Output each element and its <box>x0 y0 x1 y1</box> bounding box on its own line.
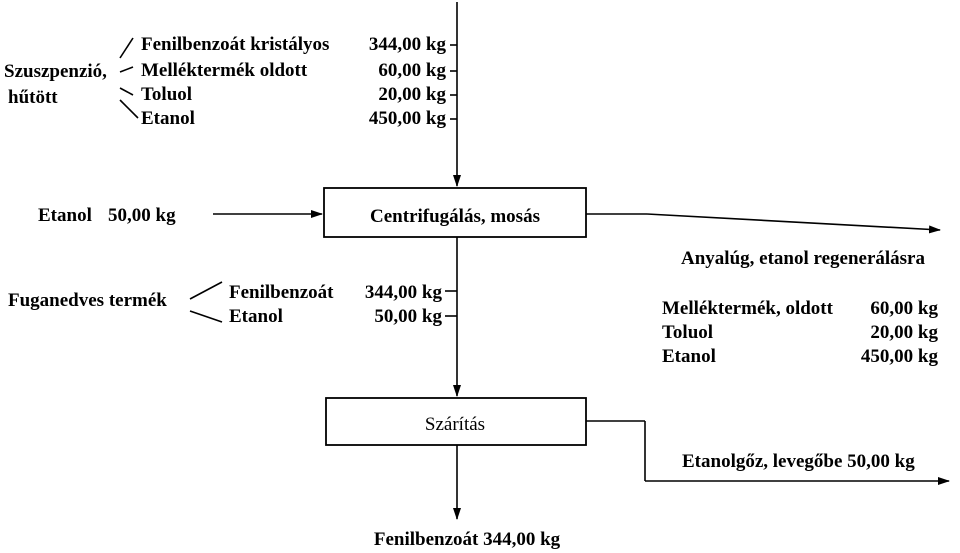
mother-liquor-item-amount: 20,00 kg <box>870 322 938 343</box>
step-drying-label: Szárítás <box>425 414 485 435</box>
wet-product-brace <box>189 281 223 323</box>
final-product-label: Fenilbenzoát 344,00 kg <box>374 529 561 550</box>
feed-item-amount: 344,00 kg <box>369 34 447 55</box>
feed-item-name: Melléktermék oldott <box>141 60 308 81</box>
feed-item-name: Etanol <box>141 108 195 129</box>
feed-group-label-2: hűtött <box>8 87 58 108</box>
feed-item-amount: 60,00 kg <box>378 60 446 81</box>
wet-product-item-amount: 344,00 kg <box>365 282 443 303</box>
wash-input-name: Etanol <box>38 205 92 226</box>
step-centrifuge-label: Centrifugálás, mosás <box>370 206 540 227</box>
wet-product-item-amount: 50,00 kg <box>374 306 442 327</box>
mother-liquor-item-name: Toluol <box>662 322 713 343</box>
wash-input-amount: 50,00 kg <box>108 205 176 226</box>
vapor-output-label: Etanolgőz, levegőbe 50,00 kg <box>682 451 915 472</box>
feed-brace <box>119 37 139 119</box>
feed-item-name: Fenilbenzoát kristályos <box>141 34 329 55</box>
feed-item-name: Toluol <box>141 84 192 105</box>
mother-liquor-label: Anyalúg, etanol regenerálásra <box>681 248 925 269</box>
wet-product-label: Fuganedves termék <box>8 290 167 311</box>
feed-tick-marks <box>450 44 457 120</box>
mother-liquor-item-name: Melléktermék, oldott <box>662 298 834 319</box>
mother-liquor-item-amount: 450,00 kg <box>861 346 939 367</box>
step-drying-box <box>325 397 587 446</box>
feed-item-amount: 20,00 kg <box>378 84 446 105</box>
feed-item-amount: 450,00 kg <box>369 108 447 129</box>
feed-group-label-1: Szuszpenzió, <box>4 61 107 82</box>
step-centrifuge-box <box>323 187 587 238</box>
mother-liquor-item-amount: 60,00 kg <box>870 298 938 319</box>
wet-product-item-name: Etanol <box>229 306 283 327</box>
mother-liquor-item-name: Etanol <box>662 346 716 367</box>
wet-product-item-name: Fenilbenzoát <box>229 282 334 303</box>
wet-product-tick-marks <box>445 290 457 317</box>
mother-liquor-arrow <box>646 213 941 234</box>
